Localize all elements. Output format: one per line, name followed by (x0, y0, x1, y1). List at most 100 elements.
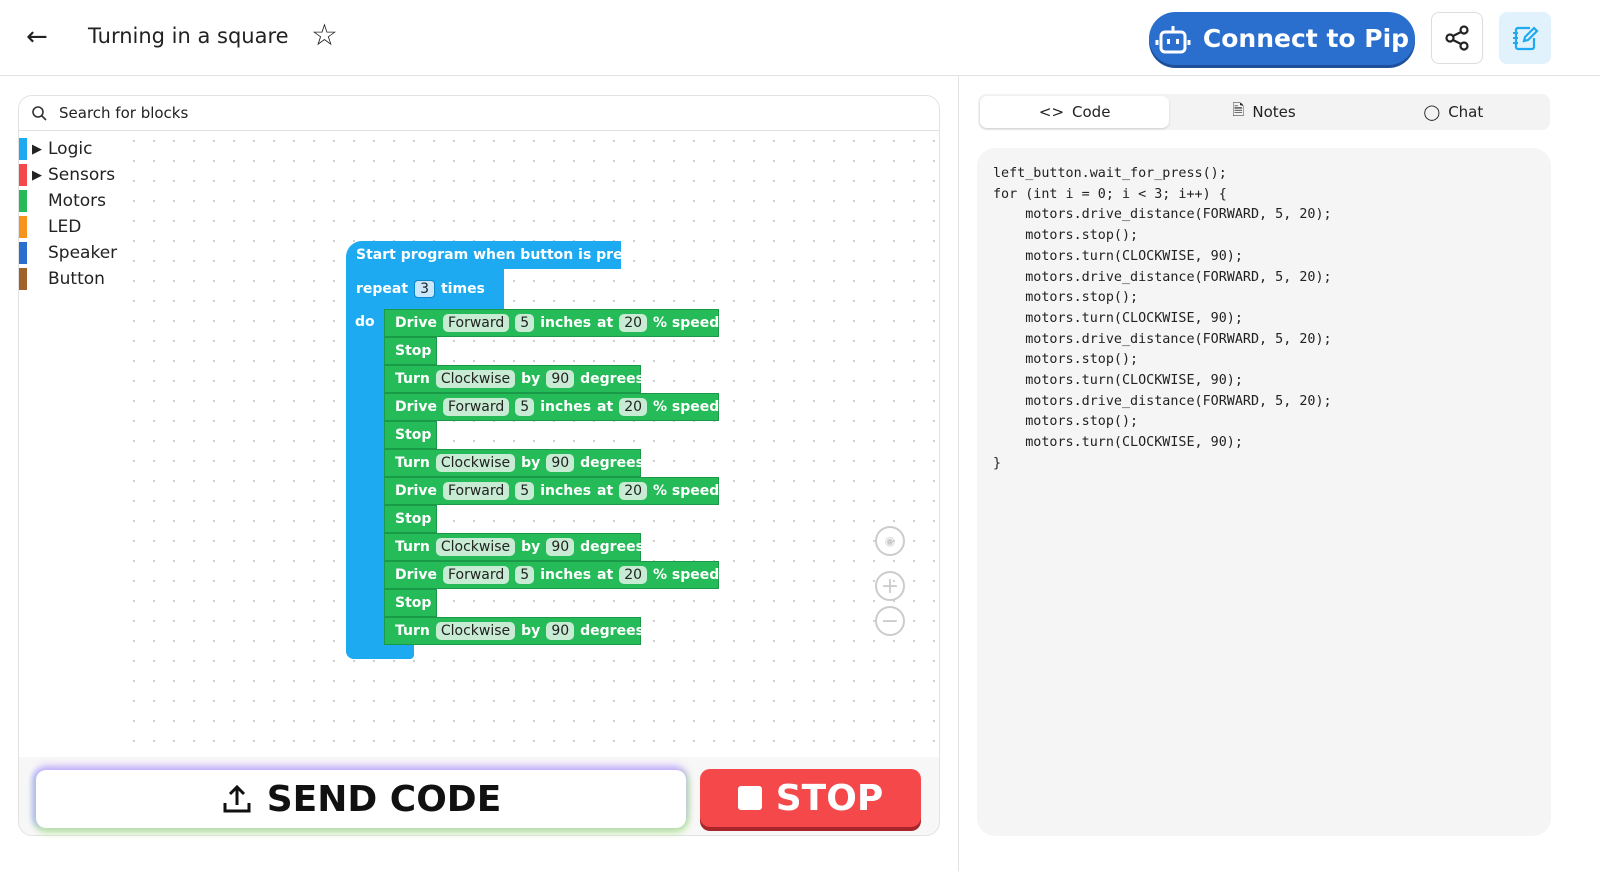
speed-input[interactable]: 20 (619, 398, 648, 416)
back-arrow-icon[interactable]: ← (26, 22, 48, 52)
direction-dropdown[interactable]: Clockwise (435, 370, 516, 388)
category-color-bar (19, 242, 27, 264)
tab-chat[interactable]: ◯Chat (1359, 96, 1548, 128)
repeat-count-input[interactable]: 3 (414, 280, 435, 298)
drive-verb: Drive (395, 483, 437, 499)
tab-notes-label: Notes (1252, 103, 1296, 121)
at-label: at (597, 567, 614, 583)
start-hat-block[interactable]: Start program when button is pressed (346, 241, 659, 269)
panel-divider[interactable] (958, 76, 959, 871)
expand-triangle-icon: ▶ (32, 167, 42, 183)
search-icon (32, 106, 47, 121)
zoom-in-icon[interactable]: + (875, 571, 905, 601)
degrees-input[interactable]: 90 (546, 538, 575, 556)
speed-unit-label: % speed (653, 567, 720, 583)
stop-block[interactable]: Stop (384, 337, 437, 365)
direction-dropdown[interactable]: Clockwise (435, 538, 516, 556)
stop-block[interactable]: Stop (384, 421, 437, 449)
turn-verb: Turn (395, 539, 430, 555)
robot-icon (1155, 25, 1191, 53)
drive-verb: Drive (395, 315, 437, 331)
recenter-icon[interactable]: ◉ (875, 526, 905, 556)
star-icon[interactable]: ☆ (311, 18, 338, 53)
degrees-input[interactable]: 90 (546, 622, 575, 640)
speed-input[interactable]: 20 (619, 482, 648, 500)
distance-input[interactable]: 5 (515, 482, 535, 500)
tab-code[interactable]: <>Code (980, 96, 1170, 128)
by-label: by (521, 371, 541, 387)
connect-button[interactable]: Connect to Pip (1149, 12, 1415, 65)
category-label: Button (48, 269, 105, 289)
repeat-label: repeat (356, 281, 409, 297)
repeat-footer (346, 645, 414, 659)
stop-verb: Stop (395, 595, 432, 611)
unit-label: inches (540, 483, 592, 499)
send-code-label: SEND CODE (266, 778, 502, 820)
category-label: LED (48, 217, 82, 237)
stop-label: STOP (775, 777, 884, 819)
drive-block[interactable]: Drive Forward 5 inches at 20 % speed (384, 561, 719, 589)
tab-notes[interactable]: 🗎Notes (1169, 96, 1358, 128)
by-label: by (521, 455, 541, 471)
turn-verb: Turn (395, 623, 430, 639)
direction-dropdown[interactable]: Forward (442, 482, 510, 500)
hat-label: Start program when button is pressed (356, 247, 659, 263)
share-button[interactable] (1431, 12, 1483, 64)
zoom-out-icon[interactable]: − (875, 606, 905, 636)
direction-dropdown[interactable]: Forward (442, 314, 510, 332)
speed-unit-label: % speed (653, 483, 720, 499)
toolbox-category-led[interactable]: LED (19, 216, 81, 238)
direction-dropdown[interactable]: Clockwise (435, 622, 516, 640)
upload-icon (223, 784, 251, 813)
drive-verb: Drive (395, 567, 437, 583)
by-label: by (521, 539, 541, 555)
direction-dropdown[interactable]: Clockwise (435, 454, 516, 472)
speed-input[interactable]: 20 (619, 566, 648, 584)
speed-input[interactable]: 20 (619, 314, 648, 332)
speed-unit-label: % speed (653, 399, 720, 415)
degrees-input[interactable]: 90 (546, 454, 575, 472)
turn-verb: Turn (395, 455, 430, 471)
search-input[interactable]: Search for blocks (59, 104, 189, 122)
category-label: Speaker (48, 243, 118, 263)
notebook-button[interactable] (1499, 12, 1551, 64)
stop-block[interactable]: Stop (384, 589, 437, 617)
project-title: Turning in a square (88, 24, 289, 48)
category-color-bar (19, 216, 27, 238)
send-code-button[interactable]: SEND CODE (36, 770, 686, 828)
repeat-c-body (346, 306, 384, 659)
drive-verb: Drive (395, 399, 437, 415)
right-panel-tabs: <>Code 🗎Notes ◯Chat (978, 94, 1550, 130)
connect-label: Connect to Pip (1202, 24, 1410, 53)
direction-dropdown[interactable]: Forward (442, 398, 510, 416)
at-label: at (597, 315, 614, 331)
stop-block[interactable]: Stop (384, 505, 437, 533)
unit-label: inches (540, 567, 592, 583)
degrees-label: degrees (580, 455, 644, 471)
stop-verb: Stop (395, 343, 432, 359)
toolbox-category-motors[interactable]: Motors (19, 190, 106, 212)
distance-input[interactable]: 5 (515, 398, 535, 416)
toolbox-category-button[interactable]: Button (19, 268, 105, 290)
toolbox-category-logic[interactable]: ▶Logic (19, 138, 92, 160)
distance-input[interactable]: 5 (515, 566, 535, 584)
toolbox-category-speaker[interactable]: Speaker (19, 242, 117, 264)
block-search[interactable]: Search for blocks (19, 96, 939, 131)
toolbox-category-sensors[interactable]: ▶Sensors (19, 164, 115, 186)
stop-button[interactable]: STOP (700, 769, 921, 827)
tab-chat-label: Chat (1448, 103, 1484, 121)
distance-input[interactable]: 5 (515, 314, 535, 332)
direction-dropdown[interactable]: Forward (442, 566, 510, 584)
share-icon (1445, 25, 1469, 51)
turn-block[interactable]: Turn Clockwise by 90 degrees (384, 449, 644, 477)
degrees-input[interactable]: 90 (546, 370, 575, 388)
workspace[interactable]: ◉ + − Start program when button is press… (124, 131, 939, 757)
do-label: do (355, 314, 375, 330)
